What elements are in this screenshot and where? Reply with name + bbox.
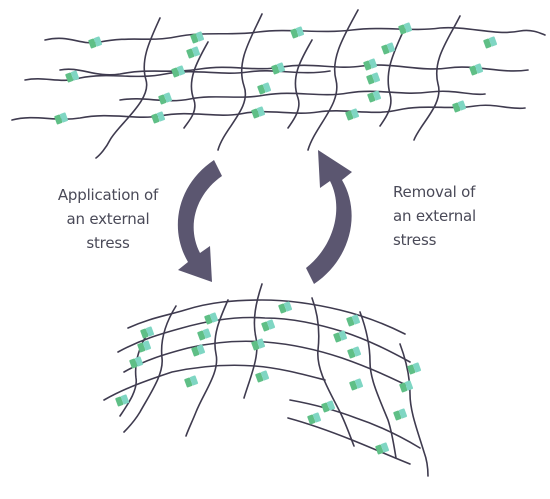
crosslink-icon xyxy=(137,340,152,353)
crosslink-icon xyxy=(407,362,422,375)
polymer-chain xyxy=(379,33,403,127)
crosslink-icon xyxy=(346,314,361,327)
crosslink-icon xyxy=(290,26,305,39)
crosslink-icon xyxy=(398,22,413,35)
polymer-chain xyxy=(44,26,546,44)
crosslink-icon xyxy=(65,70,80,83)
polymer-chain xyxy=(217,13,263,151)
crosslink-icon xyxy=(271,62,286,75)
crosslink-icon xyxy=(251,338,266,351)
polymer-chain xyxy=(103,364,326,401)
crosslink-icon xyxy=(363,58,378,71)
crosslink-icon xyxy=(367,90,382,103)
crosslink-icon xyxy=(204,312,219,325)
polymer-chain xyxy=(311,297,355,447)
crosslink-icon xyxy=(171,65,186,78)
crosslink-icon xyxy=(321,400,336,413)
polymer-chain xyxy=(287,39,313,129)
crosslink-icon xyxy=(115,394,130,407)
curved-arrow-up-icon xyxy=(306,150,352,284)
crosslink-icon xyxy=(190,31,205,44)
crosslink-icon xyxy=(197,328,212,341)
stretched-network xyxy=(103,283,429,477)
polymer-chain xyxy=(307,9,359,151)
crosslink-icon xyxy=(54,112,69,125)
polymer-chain xyxy=(287,417,411,465)
application-label: Application of an external stress xyxy=(57,186,159,252)
crosslink-icon xyxy=(307,412,322,425)
crosslink-icon xyxy=(381,42,396,55)
curved-arrow-down-icon xyxy=(177,160,222,282)
crosslink-icon xyxy=(366,72,381,85)
polymer-chain xyxy=(11,104,526,121)
removal-label: Removal of an external stress xyxy=(393,183,476,249)
polymer-chain xyxy=(95,17,161,159)
crosslink-icon xyxy=(255,370,270,383)
polymer-chain xyxy=(243,283,263,399)
polymer-chain xyxy=(123,305,177,433)
polymer-chain xyxy=(185,299,229,437)
crosslink-icon xyxy=(452,100,467,113)
crosslink-icon xyxy=(469,63,484,76)
crosslink-icon xyxy=(186,46,201,59)
polymer-chain xyxy=(183,41,209,129)
crosslink-icon xyxy=(375,442,390,455)
crosslink-icon xyxy=(151,111,166,124)
crosslink-icon xyxy=(251,106,266,119)
crosslink-icon xyxy=(191,344,206,357)
crosslink-icon xyxy=(257,82,272,95)
crosslink-icon xyxy=(88,36,103,49)
crosslink-icon xyxy=(399,380,414,393)
crosslink-icon xyxy=(393,408,408,421)
polymer-chain xyxy=(359,311,397,459)
crosslink-icon xyxy=(333,330,348,343)
polymer-chain xyxy=(289,399,421,449)
crosslink-icon xyxy=(184,375,199,388)
crosslink-icon xyxy=(345,108,360,121)
crosslink-icon xyxy=(349,378,364,391)
polymer-chain xyxy=(59,64,529,76)
polymer-chain xyxy=(123,340,409,387)
crosslink-icon xyxy=(158,92,173,105)
crosslink-icon xyxy=(483,36,498,49)
crosslink-icon xyxy=(129,356,144,369)
crosslink-icon xyxy=(347,346,362,359)
crosslink-icon xyxy=(140,326,155,339)
polymer-chain xyxy=(119,90,486,102)
crosslink-icon xyxy=(261,319,276,332)
crosslink-icon xyxy=(278,301,293,314)
polymer-chain xyxy=(399,343,429,477)
polymer-chain xyxy=(413,15,461,141)
relaxed-network xyxy=(11,9,546,159)
